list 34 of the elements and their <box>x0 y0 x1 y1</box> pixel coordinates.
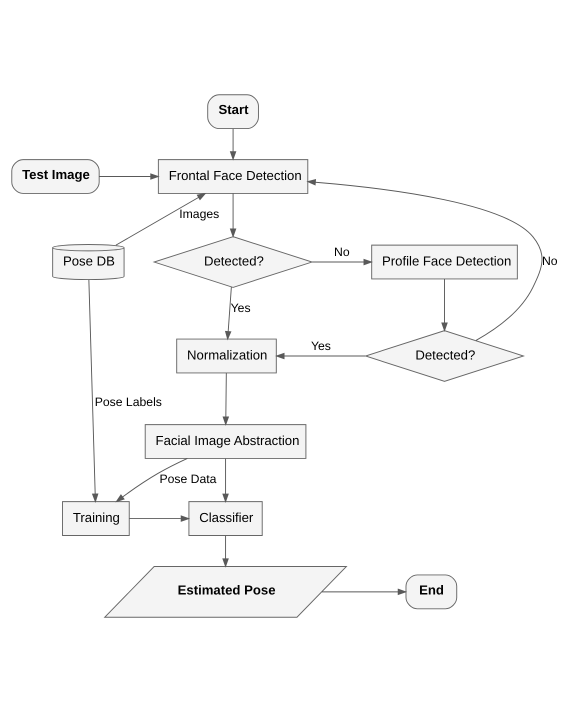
edge-label: Pose Labels <box>94 394 162 409</box>
edge-label: Pose Data <box>159 472 216 486</box>
node-box: Classifier <box>188 500 263 536</box>
node-box: Normalization <box>176 338 277 373</box>
arrow <box>441 278 448 332</box>
arrow <box>222 372 230 426</box>
arrow <box>224 286 232 340</box>
node-box: Frontal Face Detection <box>158 158 308 194</box>
arrow <box>222 458 229 503</box>
node-diamond: Detected? <box>364 330 525 382</box>
edge-label: No <box>542 254 558 268</box>
node-box: Start <box>207 94 259 129</box>
node-box: Training <box>62 500 130 536</box>
arrow <box>230 128 236 160</box>
arrow <box>115 192 206 246</box>
arrow <box>128 514 190 522</box>
node-diamond: Detected? <box>152 236 314 288</box>
arrow <box>230 192 236 238</box>
node-box: Profile Face Detection <box>371 244 518 279</box>
arrow <box>88 278 98 502</box>
arrow <box>312 258 373 265</box>
edge-label: Images <box>179 206 220 221</box>
edge-label: Yes <box>230 300 251 315</box>
arrow <box>322 588 408 595</box>
edge-label: No <box>334 244 350 258</box>
arrow <box>98 172 160 180</box>
arrow <box>275 352 366 359</box>
arrow <box>222 534 229 568</box>
arrow <box>115 457 188 502</box>
edge-label: Yes <box>310 338 331 352</box>
node-box: End <box>406 574 458 609</box>
node-box: Facial Image Abstraction <box>144 424 306 458</box>
arrow <box>306 178 542 340</box>
node-box: Test Image <box>11 158 100 194</box>
